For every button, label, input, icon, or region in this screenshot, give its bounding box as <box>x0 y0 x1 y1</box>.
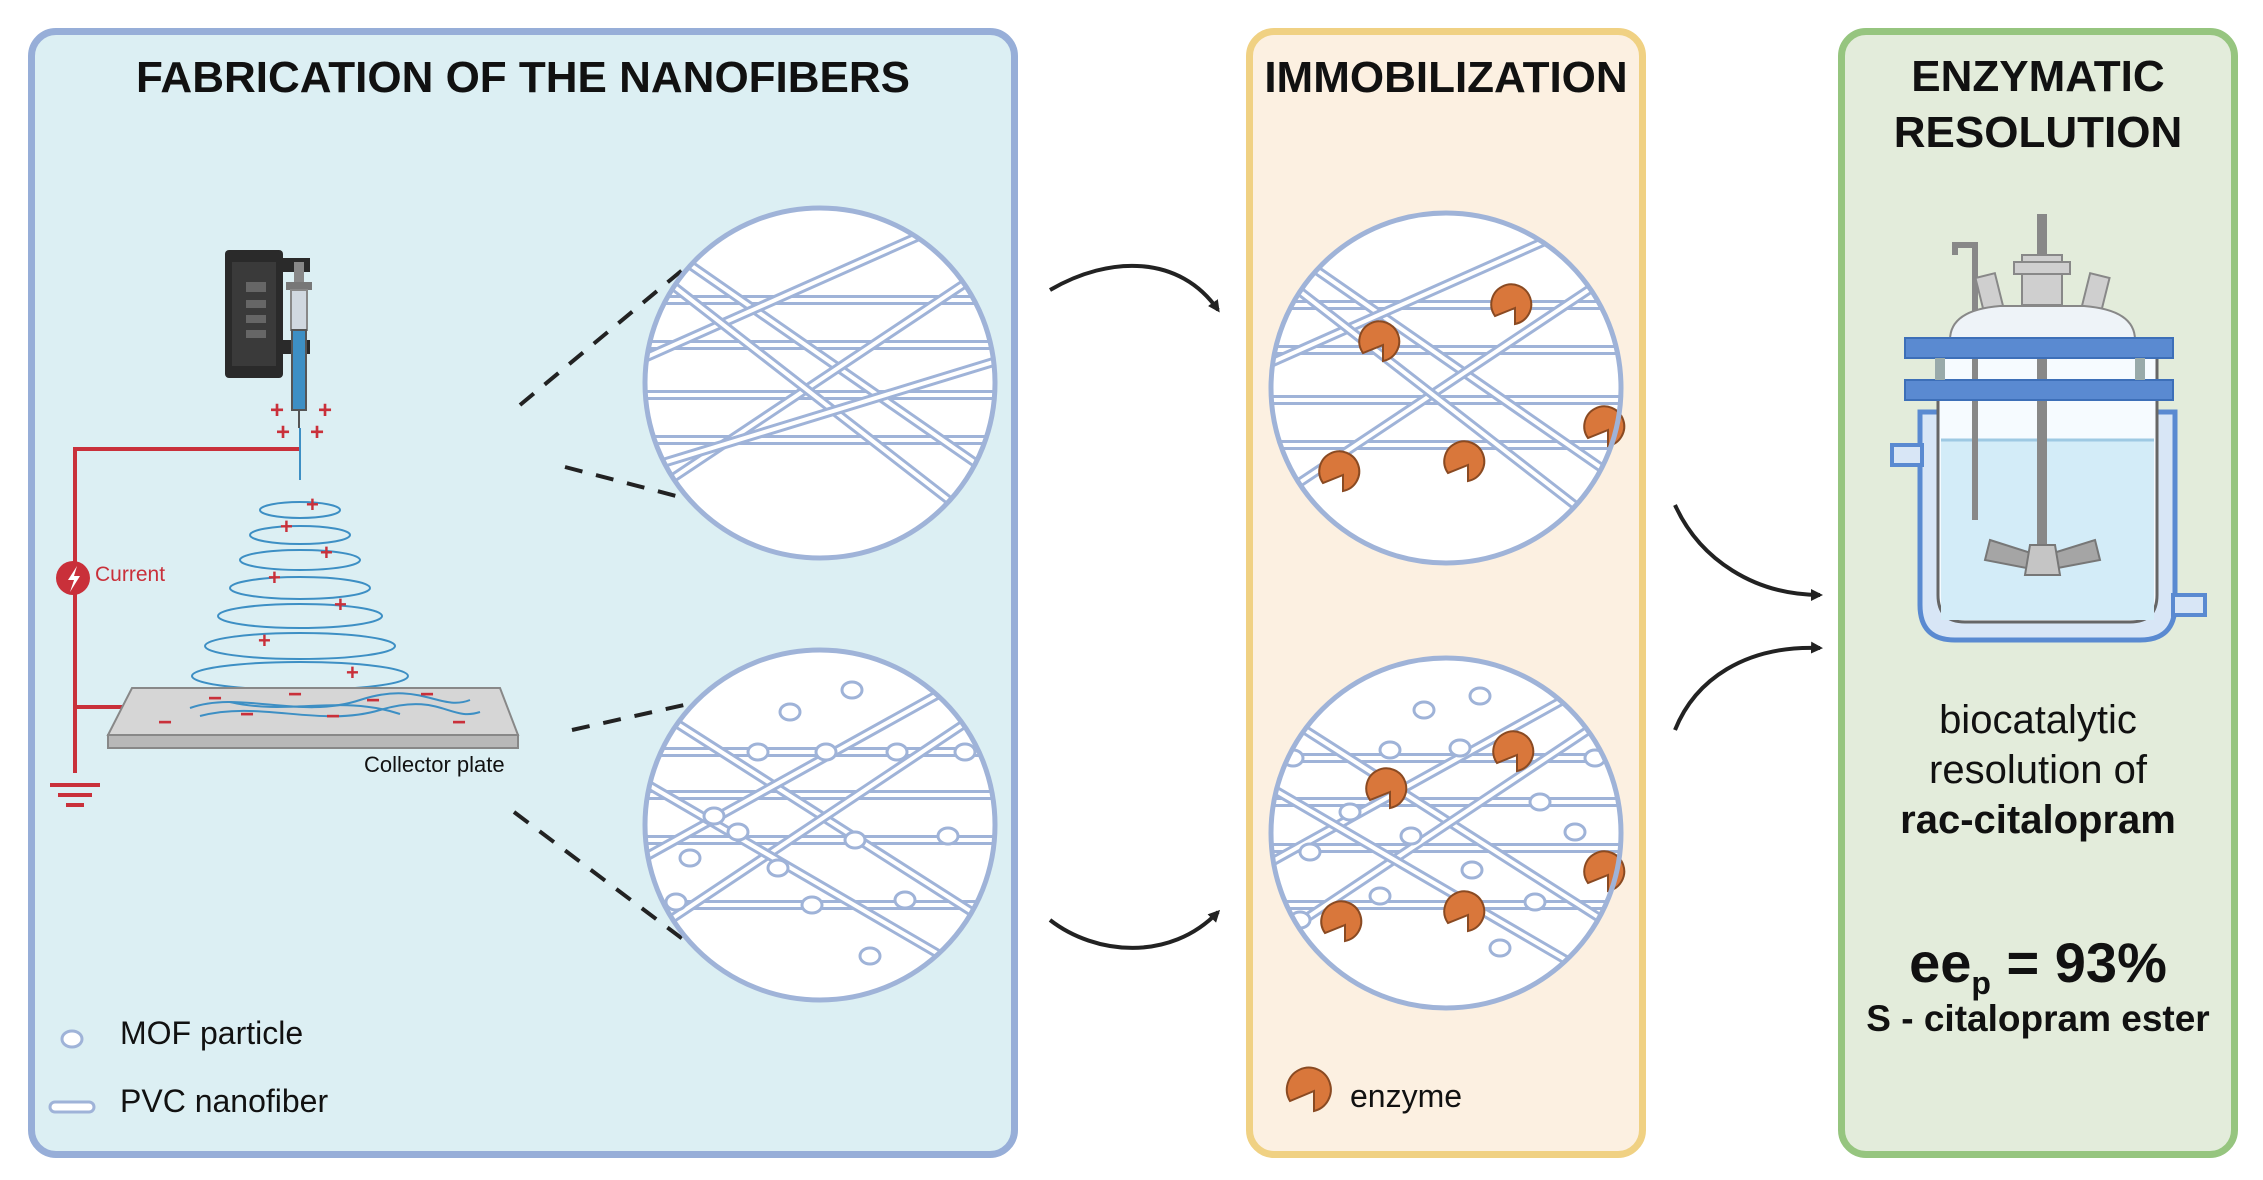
resolution-desc-line3: rac-citalopram <box>1900 798 2176 842</box>
charge-minus: − <box>326 703 340 730</box>
charge-plus: + <box>306 492 319 517</box>
syringe-icon <box>286 262 312 428</box>
immobilization-title: IMMOBILIZATION <box>1264 53 1628 102</box>
ground-icon <box>50 783 100 807</box>
collector-plate-label: Collector plate <box>364 752 505 777</box>
charge-minus: − <box>366 687 380 714</box>
charge-minus: − <box>158 709 172 736</box>
nanofiber-circle <box>642 205 998 561</box>
ee-symbol: ee <box>1909 931 1972 994</box>
current-label: Current <box>95 563 166 586</box>
charge-minus: − <box>452 709 466 736</box>
syringe-pump-icon <box>225 250 310 378</box>
charge-plus: + <box>270 397 284 424</box>
fabrication-title: FABRICATION OF THE NANOFIBERS <box>135 53 911 102</box>
charge-minus: − <box>288 681 302 708</box>
resolution-title-line2: RESOLUTION <box>1893 108 2183 157</box>
charge-minus: − <box>420 681 434 708</box>
fiber-jet <box>187 428 413 713</box>
enzyme-mof-nanofiber-circle <box>1268 655 1626 1011</box>
charge-plus: + <box>318 397 332 424</box>
resolution-desc-line2: resolution of <box>1929 748 2147 792</box>
legend-mof-label: MOF particle <box>120 1015 304 1051</box>
legend-pvc-label: PVC nanofiber <box>120 1083 329 1119</box>
charge-plus: + <box>258 628 271 653</box>
pvc-nanofiber-icon <box>48 1100 96 1114</box>
charge-plus: + <box>346 660 359 685</box>
zoom-lines <box>512 260 694 942</box>
mof-particle-icon <box>60 1029 84 1049</box>
resolution-description: biocatalytic resolution of rac-citalopra… <box>1848 695 2228 845</box>
product-label: S - citalopram ester <box>1866 998 2210 1039</box>
collector-plate <box>106 687 520 749</box>
charge-plus: + <box>280 514 293 539</box>
resolution-title: ENZYMATIC RESOLUTION <box>1845 49 2231 161</box>
charge-plus: + <box>268 565 281 590</box>
charge-minus: − <box>240 701 254 728</box>
legend-enzyme-label: enzyme <box>1350 1078 1463 1114</box>
charge-plus: + <box>276 419 290 446</box>
curved-arrow-icon <box>1048 263 1823 950</box>
enzyme-nanofiber-circle <box>1268 210 1626 566</box>
ee-number: = 93% <box>1990 931 2167 994</box>
charge-minus: − <box>208 685 222 712</box>
resolution-desc-line1: biocatalytic <box>1939 698 2137 742</box>
resolution-title-line1: ENZYMATIC <box>1911 52 2165 101</box>
charge-plus: + <box>334 592 347 617</box>
charge-plus: + <box>310 419 324 446</box>
reactor-icon <box>1890 214 2207 643</box>
circuit-wire <box>73 447 300 773</box>
ee-subscript: p <box>1971 965 1991 1002</box>
lightning-bolt-icon <box>56 561 90 595</box>
charge-plus: + <box>320 540 333 565</box>
enzyme-legend-icon <box>1285 1066 1332 1113</box>
ee-value: eep = 93% <box>1848 930 2228 1002</box>
mof-nanofiber-circle <box>642 647 998 1003</box>
